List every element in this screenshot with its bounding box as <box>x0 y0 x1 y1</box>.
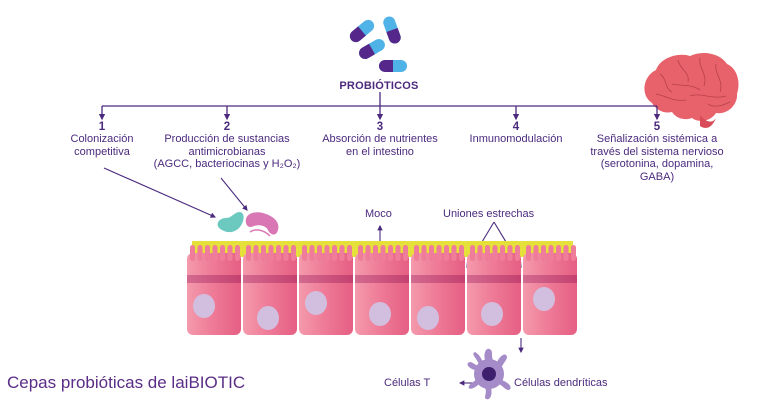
footer-caption: Cepas probióticas de laiBIOTIC <box>7 373 246 392</box>
microvillus <box>332 245 337 261</box>
microvillus <box>268 245 274 261</box>
microvillus <box>205 245 210 261</box>
epithelial-cell <box>467 245 521 335</box>
capsule-icon <box>349 16 407 72</box>
t-cells-label: Células T <box>384 377 431 389</box>
epithelial-cell <box>243 245 297 335</box>
probiotics-title: PROBIÓTICOS <box>339 80 419 92</box>
bacteria-spiral-icon <box>245 212 279 237</box>
mechanism-4: 4 Inmunomodulación <box>456 121 576 146</box>
microvillus <box>324 245 330 261</box>
microvillus <box>403 245 408 261</box>
microvillus <box>388 245 393 261</box>
mechanism-3: 3 Absorción de nutrientes en el intestin… <box>305 121 455 158</box>
brain-icon <box>644 52 739 128</box>
microvillus <box>395 245 401 261</box>
mechanism-text: Colonización <box>70 133 134 145</box>
microvillus <box>380 245 386 261</box>
microvillus <box>291 245 296 261</box>
mechanism-number: 3 <box>376 121 384 133</box>
microvillus <box>485 245 490 261</box>
mechanism-number: 2 <box>223 121 231 133</box>
epithelial-cell <box>411 245 465 335</box>
mechanism-text: en el intestino <box>346 145 414 158</box>
mechanism-text: competitiva <box>74 145 130 158</box>
microvillus <box>507 245 513 261</box>
microvillus <box>477 245 483 261</box>
mechanism-2: 2 Producción de sustancias antimicrobian… <box>147 121 307 171</box>
microvillus <box>220 245 225 261</box>
mechanism-number: 5 <box>653 121 661 133</box>
microvillus <box>515 245 520 261</box>
microvillus <box>459 245 464 261</box>
connector-tree <box>98 92 661 121</box>
microvillus <box>253 245 259 261</box>
dendritic-cell-icon <box>467 348 511 400</box>
microvillus <box>470 245 475 261</box>
microvillus <box>235 245 240 261</box>
microvillus <box>500 245 505 261</box>
microvillus <box>451 245 457 261</box>
mechanism-text: (serotonina, dopamina, <box>600 158 714 170</box>
microvillus <box>533 245 539 261</box>
mechanism-5: 5 Señalización sistémica a través del si… <box>582 121 732 183</box>
cell-nucleus <box>533 287 555 311</box>
microvillus <box>261 245 266 261</box>
microvillus <box>347 245 352 261</box>
mechanism-text: Producción de sustancias <box>164 133 290 145</box>
cell-nucleus <box>369 302 391 326</box>
microvillus <box>444 245 449 261</box>
mechanism-text: través del sistema nervioso <box>590 145 724 158</box>
microvillus <box>414 245 419 261</box>
microvillus <box>548 245 554 261</box>
epithelial-cell <box>187 245 241 335</box>
microvillus <box>563 245 569 261</box>
dendritic-cells-label: Células dendríticas <box>514 377 608 389</box>
microvillus <box>571 245 576 261</box>
mucus-label: Moco <box>365 208 392 220</box>
mechanism-text: Absorción de nutrientes <box>322 133 438 145</box>
microvillus <box>421 245 427 261</box>
microvillus <box>212 245 218 261</box>
epithelial-cell <box>299 245 353 335</box>
bacteria-bean-icon <box>217 212 244 233</box>
microvillus <box>358 245 363 261</box>
cell-nucleus <box>305 291 327 315</box>
microvillus <box>227 245 233 261</box>
mechanism-text: Señalización sistémica a <box>596 133 718 145</box>
microvillus <box>302 245 307 261</box>
microvillus <box>246 245 251 261</box>
cell-nucleus <box>257 306 279 330</box>
microvillus <box>373 245 378 261</box>
mechanism-1: 1 Colonización competitiva <box>42 121 162 158</box>
microvillus <box>317 245 322 261</box>
intestinal-epithelium-icon <box>187 241 577 335</box>
microvillus <box>309 245 315 261</box>
mechanism-text: antimicrobianas <box>188 145 266 158</box>
tight-junctions-label: Uniones estrechas <box>443 208 535 220</box>
mechanism-number: 4 <box>512 121 520 133</box>
microvillus <box>429 245 434 261</box>
cell-nucleus <box>193 294 215 318</box>
microvillus <box>276 245 281 261</box>
microvillus <box>492 245 498 261</box>
mechanism-text: GABA) <box>639 170 675 183</box>
microvillus <box>541 245 546 261</box>
microvillus <box>526 245 531 261</box>
microvillus <box>190 245 195 261</box>
microvillus <box>339 245 345 261</box>
mechanism-number: 1 <box>98 121 106 133</box>
cell-nucleus <box>481 302 503 326</box>
microvillus <box>197 245 203 261</box>
mechanism-text: (AGCC, bacteriocinas y H₂O₂) <box>153 158 301 170</box>
microvillus <box>436 245 442 261</box>
epithelial-cell <box>523 245 577 335</box>
microvillus <box>556 245 561 261</box>
epithelial-cell <box>355 245 409 335</box>
cell-nucleus <box>417 306 439 330</box>
mechanism-text: Inmunomodulación <box>469 133 563 145</box>
microvillus <box>283 245 289 261</box>
microvillus <box>365 245 371 261</box>
